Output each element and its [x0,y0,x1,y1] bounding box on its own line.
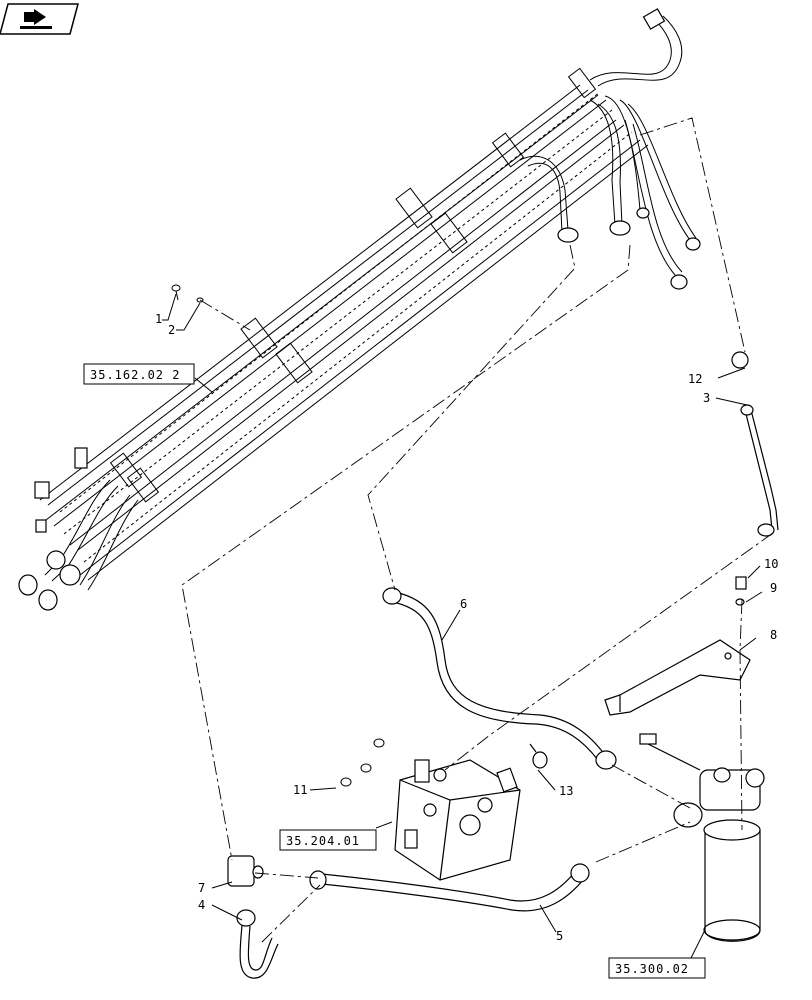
callout-1: 1 [155,312,162,326]
tube-item-6 [382,587,617,770]
reference-35-300[interactable]: 35.300.02 [608,957,706,979]
callout-9: 9 [770,581,777,595]
reference-35-204[interactable]: 35.204.01 [279,829,377,851]
callout-2: 2 [168,323,175,337]
control-valve-block [394,743,548,881]
reference-35-162-label: 35.162.02 2 [90,368,180,382]
callout-labels: 1 2 12 3 10 9 8 6 11 13 7 4 5 [155,293,778,961]
callout-10: 10 [764,557,778,571]
callout-5: 5 [556,929,563,943]
bolt-washer-items-1-2 [171,284,204,303]
callout-12: 12 [688,372,702,386]
bolts-item-11 [340,738,385,787]
reference-35-300-label: 35.300.02 [615,962,689,976]
callout-11: 11 [293,783,307,797]
tube-item-3 [731,351,779,537]
reference-35-204-label: 35.204.01 [286,834,360,848]
tube-item-5 [309,863,590,912]
callout-6: 6 [460,597,467,611]
back-arrow-icon[interactable] [0,3,79,35]
bracket-item-8 [604,576,751,716]
elbow-item-7-tube-item-4 [227,855,279,979]
callout-7: 7 [198,881,205,895]
callout-13: 13 [559,784,573,798]
rail-end-fittings [18,8,701,611]
filter-assembly [639,733,765,942]
tube-rail-assembly [39,15,697,591]
callout-3: 3 [703,391,710,405]
callout-4: 4 [198,898,205,912]
callout-8: 8 [770,628,777,642]
reference-35-162[interactable]: 35.162.02 2 [83,363,195,385]
